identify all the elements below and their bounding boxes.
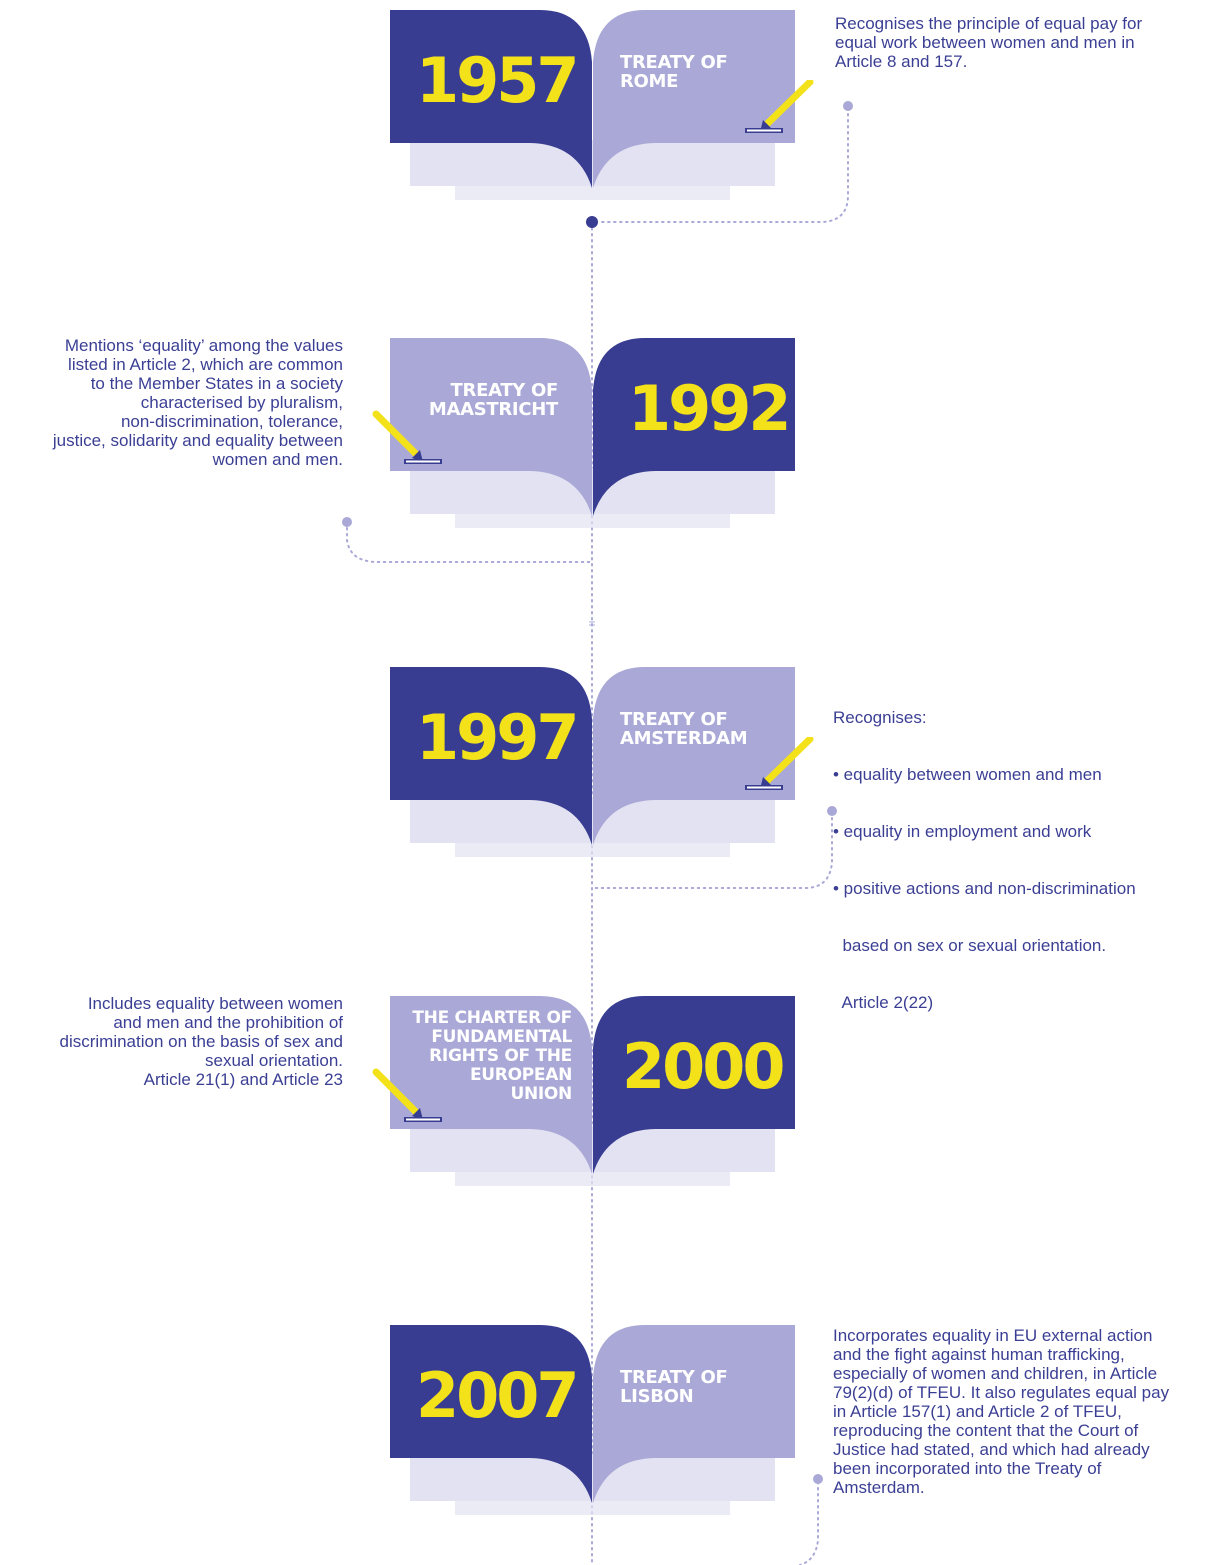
book-right-page bbox=[593, 1325, 795, 1503]
entry-year: 1957 bbox=[416, 44, 580, 117]
entry-title: THE CHARTER OF FUNDAMENTAL RIGHTS OF THE… bbox=[412, 1008, 572, 1104]
pencil-glyph bbox=[745, 737, 814, 790]
connector-1997 bbox=[591, 811, 833, 889]
book-left-page bbox=[390, 1325, 592, 1503]
book-shadow bbox=[455, 186, 730, 200]
timeline-entry-1957: 1957 TREATY OF ROME bbox=[390, 10, 814, 200]
book-shadow bbox=[455, 514, 730, 528]
entry-title: TREATY OF LISBON bbox=[620, 1367, 728, 1407]
open-book-shape bbox=[390, 10, 795, 200]
timeline-entry-1992: TREATY OF MAASTRICHT 1992 bbox=[372, 338, 795, 528]
book-shadow bbox=[410, 468, 775, 514]
open-book-shape bbox=[390, 996, 795, 1186]
book-shadow bbox=[455, 1172, 730, 1186]
book-right-page bbox=[593, 10, 795, 188]
connector-end-dot bbox=[843, 101, 853, 111]
book-left-page bbox=[390, 667, 592, 845]
connector-1957 bbox=[599, 107, 849, 223]
entry-year: 2007 bbox=[416, 1359, 580, 1432]
connector-end-dot bbox=[342, 517, 352, 527]
open-book-shape bbox=[390, 338, 795, 528]
open-book-shape bbox=[390, 1325, 795, 1515]
book-shadow bbox=[410, 797, 775, 843]
pencil-glyph bbox=[745, 80, 814, 133]
pencil-icon bbox=[372, 1068, 442, 1122]
timeline-node-dot bbox=[586, 216, 598, 228]
entry-year: 1992 bbox=[628, 372, 792, 445]
open-book-shape bbox=[390, 667, 795, 857]
book-shadow bbox=[455, 1501, 730, 1515]
connector-2007 bbox=[799, 1481, 819, 1565]
book-right-page bbox=[593, 996, 795, 1174]
entry-description-2000: Includes equality between women and men … bbox=[59, 994, 344, 1089]
timeline-entry-2007: 2007 TREATY OF LISBON bbox=[390, 1325, 795, 1515]
connector-end-dot bbox=[813, 1474, 823, 1484]
entry-title: TREATY OF AMSTERDAM bbox=[620, 709, 748, 749]
book-right-page bbox=[593, 667, 795, 845]
book-left-page bbox=[390, 10, 592, 188]
entry-description-1992: Mentions ‘equality’ among the values lis… bbox=[52, 336, 343, 469]
entry-description-1957: Recognises the principle of equal pay fo… bbox=[835, 14, 1143, 71]
entry-title: TREATY OF ROME bbox=[620, 52, 728, 92]
connector-1992 bbox=[346, 521, 591, 563]
entry-year: 1997 bbox=[416, 701, 580, 774]
book-left-page bbox=[390, 996, 592, 1174]
timeline-entry-2000: THE CHARTER OF FUNDAMENTAL RIGHTS OF THE… bbox=[372, 996, 795, 1186]
pencil-glyph bbox=[372, 410, 442, 464]
pencil-icon bbox=[745, 737, 814, 790]
entry-year: 2000 bbox=[622, 1030, 786, 1103]
entry-title: TREATY OF MAASTRICHT bbox=[428, 380, 558, 420]
book-shadow bbox=[410, 1455, 775, 1501]
book-shadow bbox=[410, 1126, 775, 1172]
pencil-icon bbox=[745, 80, 814, 133]
connector-end-dot bbox=[827, 806, 837, 816]
entry-description-2007: Incorporates equality in EU external act… bbox=[833, 1326, 1170, 1497]
book-shadow bbox=[455, 843, 730, 857]
timeline-entry-1997: 1997 TREATY OF AMSTERDAM bbox=[390, 667, 814, 857]
pencil-glyph bbox=[372, 1068, 442, 1122]
book-left-page bbox=[390, 338, 592, 516]
book-shadow bbox=[410, 140, 775, 186]
entry-description-1997: Recognises: • equality between women and… bbox=[833, 708, 1136, 1012]
pencil-icon bbox=[372, 410, 442, 464]
book-right-page bbox=[593, 338, 795, 516]
